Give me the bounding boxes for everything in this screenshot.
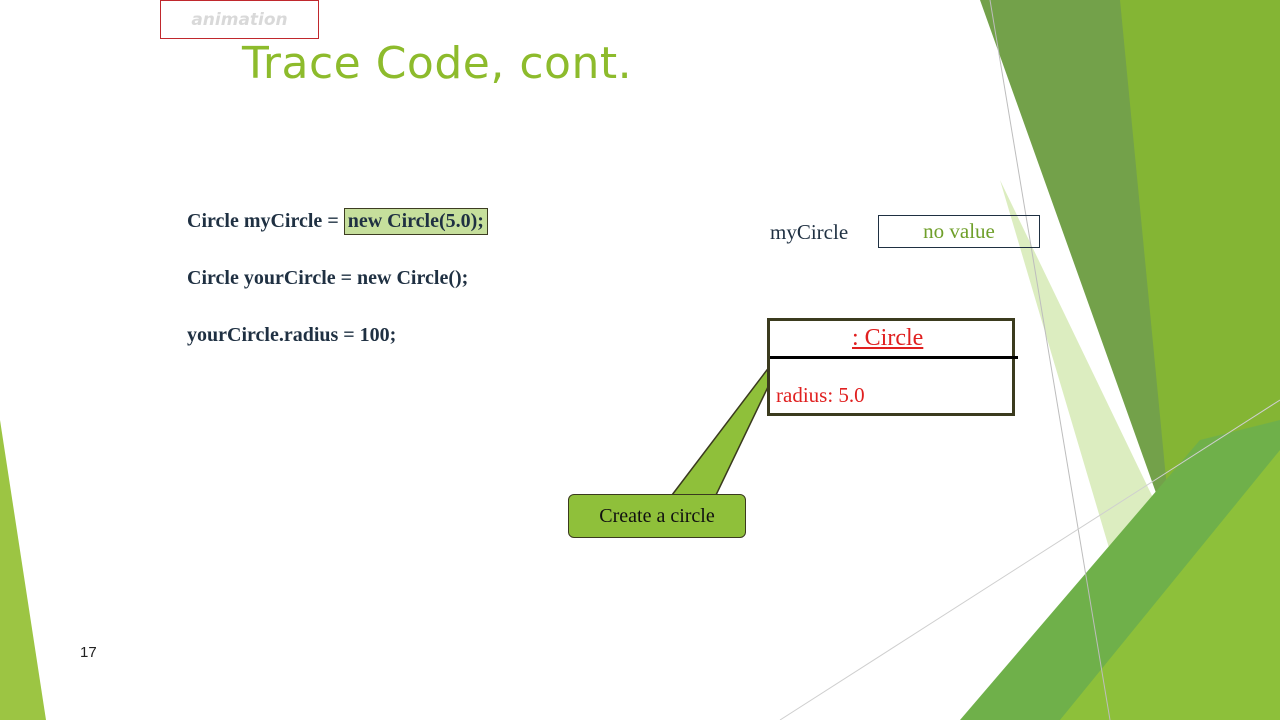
animation-tag: animation bbox=[160, 0, 319, 39]
slide-title: Trace Code, cont. bbox=[242, 38, 633, 89]
thin-cross-line bbox=[779, 399, 1280, 720]
code-line-1-prefix: Circle myCircle = bbox=[187, 210, 344, 232]
variable-value-box: no value bbox=[878, 215, 1040, 248]
callout-create-circle: Create a circle bbox=[568, 494, 746, 538]
object-field-radius: radius: 5.0 bbox=[776, 383, 865, 407]
thin-diagonal-line bbox=[989, 0, 1111, 720]
code-line-2: Circle yourCircle = new Circle(); bbox=[187, 267, 469, 289]
code-highlight: new Circle(5.0); bbox=[343, 208, 488, 235]
object-class-label: : Circle bbox=[852, 325, 924, 351]
slide-number: 17 bbox=[80, 644, 97, 661]
code-line-1: Circle myCircle = new Circle(5.0); bbox=[187, 208, 488, 235]
circle-object-box: : Circle radius: 5.0 bbox=[767, 318, 1018, 416]
variable-name: myCircle bbox=[770, 220, 849, 244]
object-divider bbox=[770, 356, 1018, 359]
left-corner-shape bbox=[0, 420, 46, 720]
bottom-bright-shape bbox=[1060, 450, 1280, 720]
code-line-3: yourCircle.radius = 100; bbox=[187, 324, 397, 346]
